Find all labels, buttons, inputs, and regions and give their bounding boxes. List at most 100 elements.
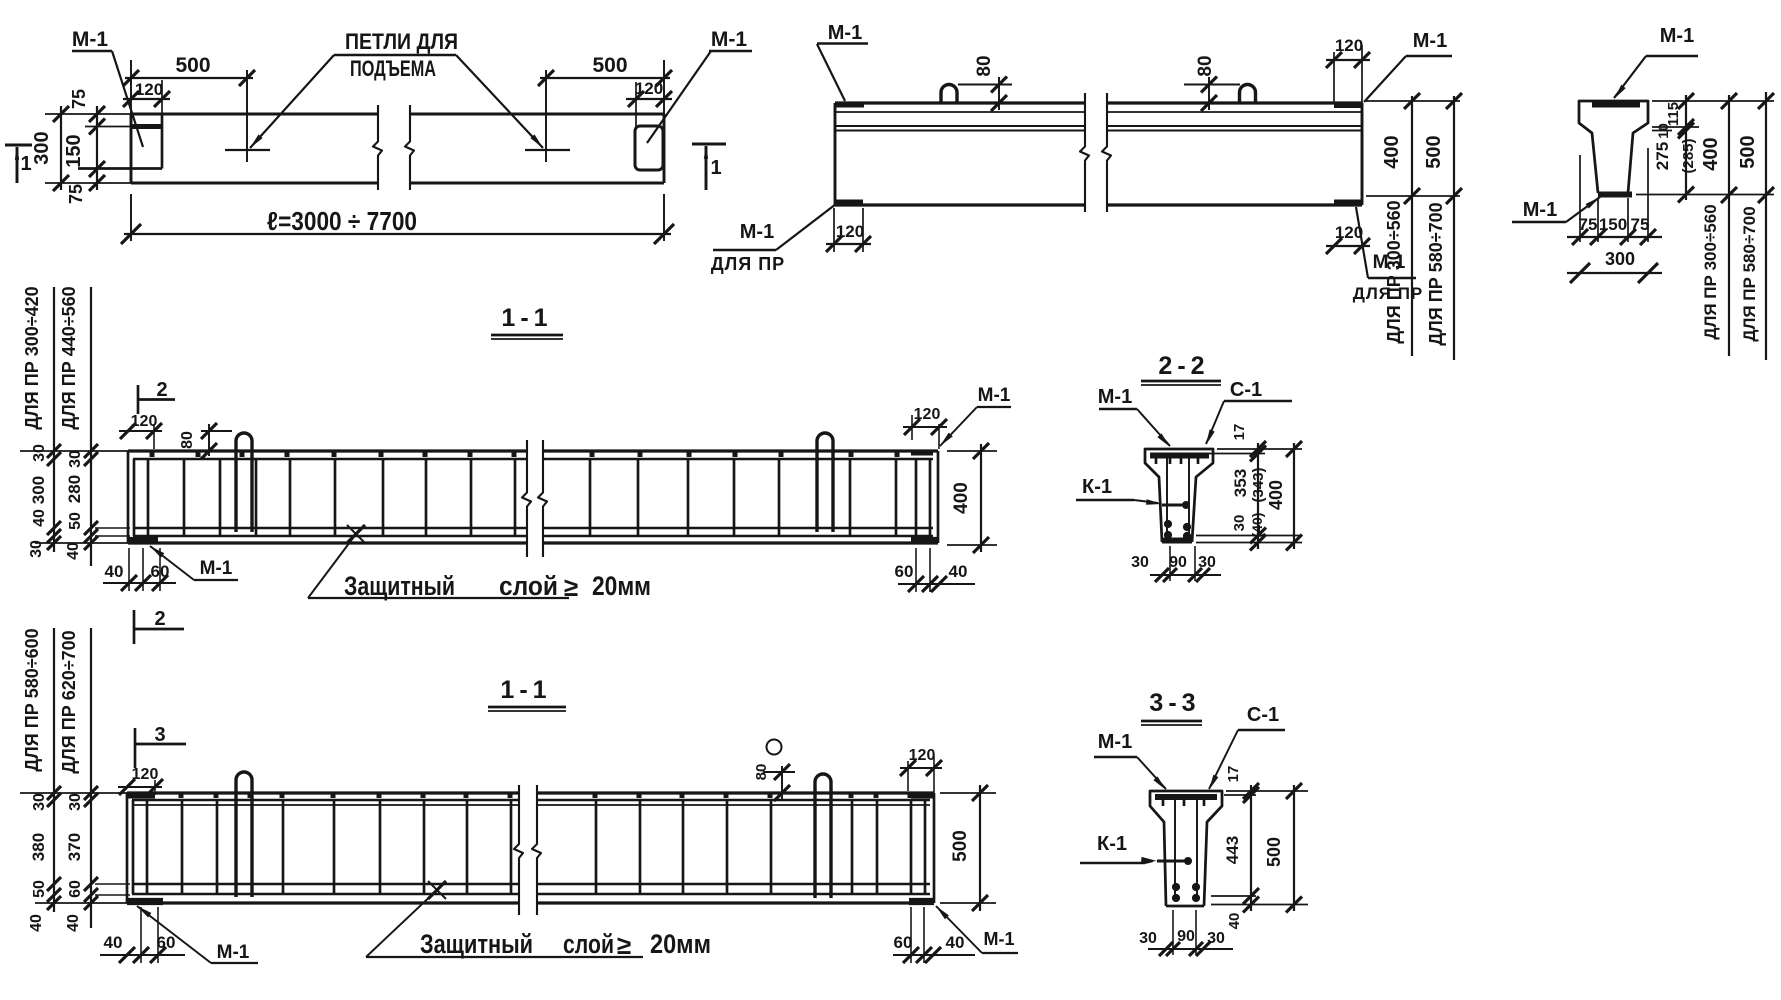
svg-text:300: 300 [1605,249,1635,269]
svg-text:1: 1 [710,157,721,179]
svg-text:40: 40 [31,509,48,527]
svg-text:ДЛЯ ПР 580÷700: ДЛЯ ПР 580÷700 [1740,206,1759,341]
svg-text:75: 75 [1579,215,1598,234]
svg-text:К-1: К-1 [1097,833,1127,855]
svg-text:30: 30 [67,450,84,468]
svg-text:2: 2 [154,608,165,630]
svg-text:(343): (343) [1250,467,1267,502]
svg-text:2-2: 2-2 [1158,352,1209,380]
svg-text:120: 120 [914,406,941,423]
svg-text:М-1: М-1 [72,28,108,51]
svg-text:слой: слой [563,929,614,959]
svg-text:40: 40 [65,914,82,932]
svg-text:М-1: М-1 [217,942,250,963]
svg-text:60: 60 [894,933,913,952]
svg-text:М-1: М-1 [1660,25,1694,47]
svg-text:353: 353 [1231,469,1250,497]
svg-text:400: 400 [1266,480,1286,510]
svg-text:30: 30 [28,540,45,558]
svg-text:К-1: К-1 [1082,476,1112,498]
svg-text:400: 400 [1381,135,1403,168]
svg-text:С-1: С-1 [1230,379,1262,401]
svg-text:17: 17 [1231,424,1248,441]
svg-text:1-1: 1-1 [501,304,552,332]
svg-text:120: 120 [1335,223,1363,242]
svg-text:Защитный: Защитный [420,929,533,959]
svg-text:ДЛЯ ПР 580÷600: ДЛЯ ПР 580÷600 [22,628,42,771]
svg-text:1: 1 [20,153,31,175]
svg-text:300: 300 [31,131,53,164]
svg-text:443: 443 [1223,836,1242,864]
svg-text:≥: ≥ [617,930,631,960]
svg-text:2: 2 [156,379,167,401]
svg-text:120: 120 [836,222,864,241]
svg-text:С-1: С-1 [1247,704,1279,726]
svg-text:М-1: М-1 [828,22,862,44]
svg-text:120: 120 [1335,36,1363,55]
svg-text:75: 75 [66,184,86,204]
svg-text:(40): (40) [1249,513,1265,538]
svg-text:30: 30 [1198,554,1216,571]
svg-text:50: 50 [31,880,48,898]
svg-text:280: 280 [65,475,84,503]
svg-text:500: 500 [592,54,627,77]
svg-text:17: 17 [1225,766,1242,783]
svg-text:40: 40 [65,542,82,560]
svg-text:ДЛЯ ПР: ДЛЯ ПР [711,254,785,274]
svg-text:3-3: 3-3 [1149,689,1200,717]
svg-text:150: 150 [1599,215,1627,234]
svg-text:120: 120 [132,766,159,783]
svg-text:ДЛЯ ПР 620÷700: ДЛЯ ПР 620÷700 [59,630,79,773]
svg-text:ПОДЪЕМА: ПОДЪЕМА [350,56,436,81]
svg-text:20мм: 20мм [592,571,651,601]
svg-text:Защитный: Защитный [344,571,455,601]
svg-text:80: 80 [753,764,770,781]
svg-text:115: 115 [1665,102,1682,126]
svg-text:90: 90 [1177,928,1195,945]
svg-text:М-1: М-1 [1413,30,1447,52]
svg-text:М-1: М-1 [1098,386,1132,408]
svg-text:ℓ=3000 ÷ 7700: ℓ=3000 ÷ 7700 [267,206,417,236]
svg-text:40: 40 [28,914,45,932]
svg-text:М-1: М-1 [200,558,233,579]
svg-text:30: 30 [31,793,48,811]
svg-text:500: 500 [1423,135,1445,168]
svg-text:ДЛЯ ПР 300÷420: ДЛЯ ПР 300÷420 [22,286,42,429]
svg-text:150: 150 [63,134,85,167]
svg-text:слой: слой [499,571,558,601]
svg-text:370: 370 [65,833,84,861]
svg-text:40: 40 [946,933,965,952]
svg-text:ДЛЯ ПР 580÷700: ДЛЯ ПР 580÷700 [1426,202,1446,345]
svg-text:40: 40 [104,933,123,952]
svg-text:ДЛЯ ПР 300÷560: ДЛЯ ПР 300÷560 [1384,200,1404,343]
svg-text:ПЕТЛИ ДЛЯ: ПЕТЛИ ДЛЯ [345,29,458,54]
svg-text:М-1: М-1 [978,385,1011,406]
svg-text:30: 30 [31,444,48,462]
svg-text:М-1: М-1 [984,929,1015,949]
svg-text:120: 120 [135,80,163,99]
svg-text:380: 380 [29,833,48,861]
svg-text:60: 60 [157,933,176,952]
svg-text:80: 80 [1195,55,1216,76]
svg-text:(285): (285) [1680,138,1697,173]
svg-text:75: 75 [1631,215,1650,234]
svg-text:ДЛЯ ПР 440÷560: ДЛЯ ПР 440÷560 [59,286,79,429]
svg-text:30: 30 [1139,930,1157,947]
svg-text:40: 40 [1226,913,1243,930]
svg-text:120: 120 [131,413,158,430]
svg-text:М-1: М-1 [1523,199,1557,221]
svg-text:500: 500 [1264,837,1284,867]
svg-text:30: 30 [67,793,84,811]
svg-text:40: 40 [949,562,968,581]
svg-text:≥: ≥ [564,572,578,602]
svg-text:30: 30 [1207,930,1225,947]
svg-text:ДЛЯ ПР: ДЛЯ ПР [1353,284,1424,303]
svg-text:30: 30 [1131,554,1149,571]
svg-text:3: 3 [154,724,165,746]
svg-text:1-1: 1-1 [500,676,551,704]
svg-text:80: 80 [974,55,995,76]
svg-text:ДЛЯ ПР 300÷560: ДЛЯ ПР 300÷560 [1701,204,1720,339]
svg-text:90: 90 [1169,554,1187,571]
svg-text:500: 500 [950,830,971,862]
svg-text:60: 60 [895,562,914,581]
